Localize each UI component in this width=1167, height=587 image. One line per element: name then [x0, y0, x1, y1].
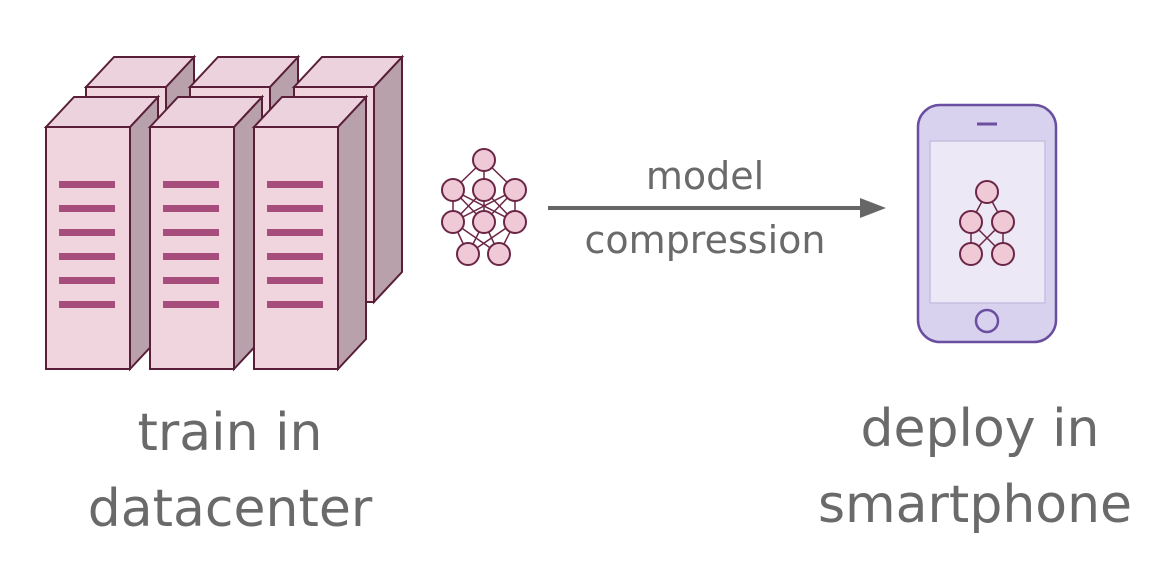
server-slot	[267, 181, 323, 188]
network-node	[472, 210, 496, 234]
left-caption-line2: datacenter	[87, 479, 373, 539]
server-slot	[267, 229, 323, 236]
server-rack-icon	[43, 54, 405, 372]
server-slot	[163, 277, 219, 284]
server-unit	[147, 94, 265, 372]
arrow-label-compression: compression	[584, 218, 826, 262]
smartphone-icon	[916, 103, 1058, 344]
right-caption-line2: smartphone	[817, 475, 1133, 535]
server-side	[373, 54, 403, 305]
server-front	[253, 126, 339, 370]
server-slot	[163, 301, 219, 308]
server-slot	[59, 301, 115, 308]
server-side	[337, 94, 367, 372]
network-node	[959, 210, 983, 234]
server-slot	[267, 301, 323, 308]
network-node	[441, 178, 465, 202]
compression-arrow	[548, 198, 886, 218]
network-node	[456, 242, 480, 266]
network-node	[472, 148, 496, 172]
server-slot	[267, 277, 323, 284]
left-caption-line1: train in	[137, 403, 323, 463]
network-node	[959, 242, 983, 266]
network-node	[991, 242, 1015, 266]
neural-network-icon	[441, 148, 527, 266]
network-node	[441, 210, 465, 234]
right-caption-line1: deploy in	[860, 399, 1100, 459]
server-slot	[163, 229, 219, 236]
arrow-label-model: model	[645, 154, 765, 198]
network-node	[487, 242, 511, 266]
server-unit	[251, 94, 369, 372]
network-node	[975, 180, 999, 204]
server-slot	[59, 205, 115, 212]
phone-screen	[929, 140, 1046, 304]
server-slot	[267, 253, 323, 260]
server-front	[45, 126, 131, 370]
server-slot	[267, 205, 323, 212]
network-node	[991, 210, 1015, 234]
arrow-head	[860, 198, 886, 218]
network-node	[503, 178, 527, 202]
server-slot	[163, 253, 219, 260]
server-slot	[59, 181, 115, 188]
server-slot	[59, 253, 115, 260]
server-slot	[59, 277, 115, 284]
server-slot	[59, 229, 115, 236]
phone-home-button	[974, 308, 1000, 334]
server-slot	[163, 205, 219, 212]
network-node	[472, 178, 496, 202]
server-unit	[43, 94, 161, 372]
network-node	[503, 210, 527, 234]
server-slot	[163, 181, 219, 188]
server-front	[149, 126, 235, 370]
